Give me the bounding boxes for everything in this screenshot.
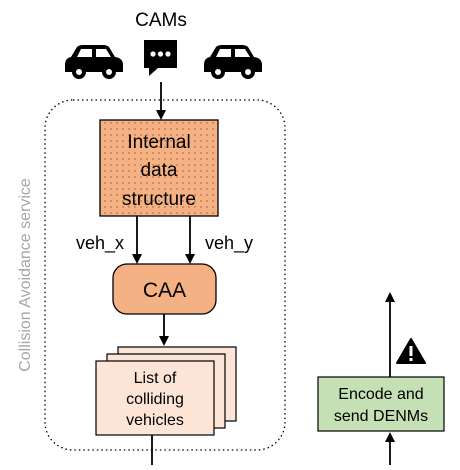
caa-box: CAA: [112, 263, 217, 315]
service-container: [44, 99, 286, 451]
denm-line-2: send DENMs: [334, 408, 428, 425]
colliding-list-stack: List of colliding vehicles: [95, 346, 237, 436]
caa-label: CAA: [143, 279, 186, 302]
veh-y-label: veh_y: [205, 233, 253, 254]
denm-box: Encode and send DENMs: [317, 376, 445, 432]
cams-label: CAMs: [135, 10, 187, 31]
internal-line-1: Internal: [127, 132, 190, 153]
veh-x-label: veh_x: [76, 233, 124, 254]
internal-data-structure-box: Internal data structure: [99, 119, 219, 217]
car-icon: [65, 45, 123, 79]
car-icon: [204, 45, 262, 79]
internal-line-3: structure: [122, 189, 196, 210]
list-line-1: List of: [134, 370, 177, 387]
denm-line-1: Encode and: [338, 386, 423, 403]
message-icon: [144, 40, 177, 76]
list-line-3: vehicles: [126, 412, 184, 429]
warning-icon: [396, 338, 426, 364]
service-label: Collision Avoidance service: [17, 178, 34, 372]
internal-line-2: data: [141, 160, 178, 181]
list-line-2: colliding: [126, 391, 184, 408]
